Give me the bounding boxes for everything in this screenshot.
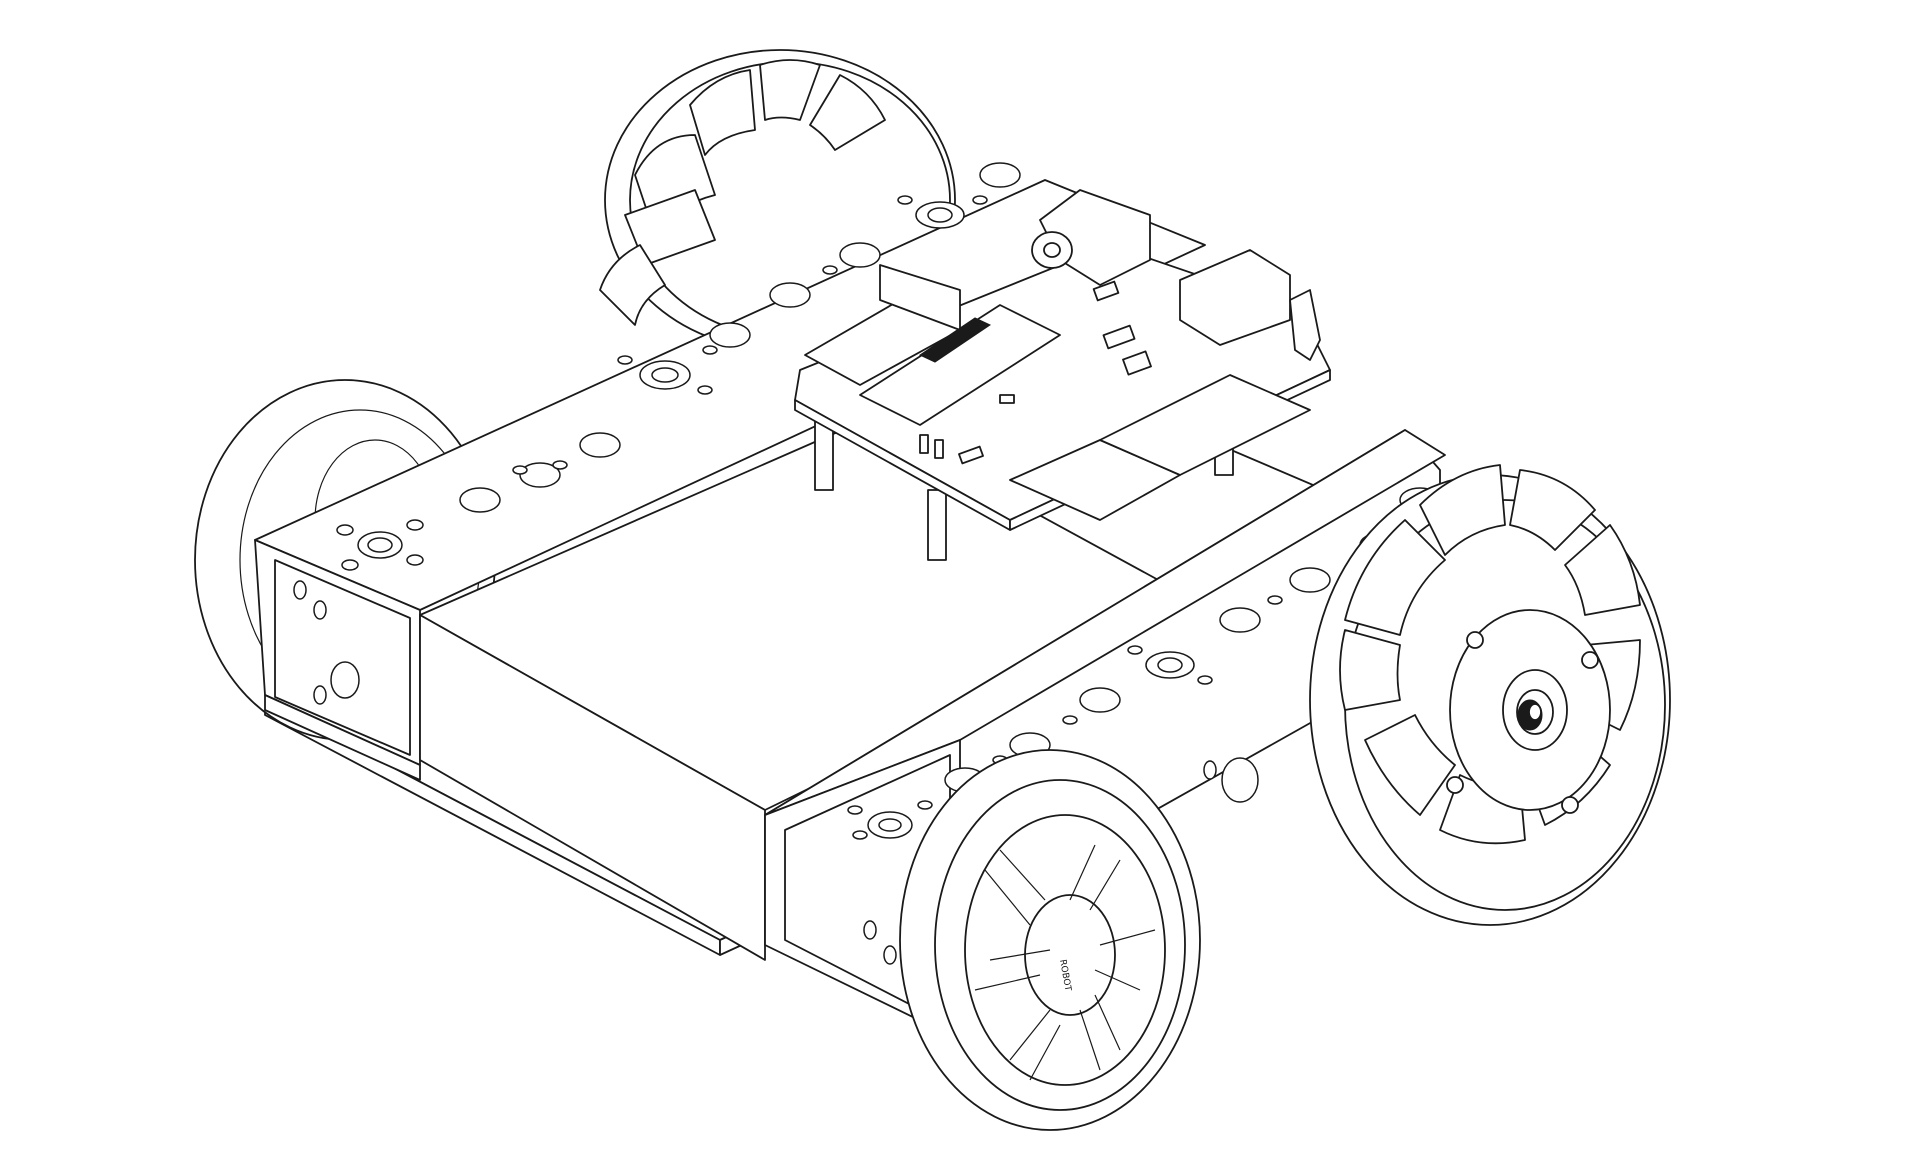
left-channel-bracket [254,162,1206,781]
front-right-mecanum-wheel [1309,464,1671,926]
left-bracket-holes [336,162,1021,571]
microcontroller-board [794,189,1331,561]
right-channel-bracket [764,429,1446,1041]
rear-right-wheel: ROBOT [899,749,1201,1131]
